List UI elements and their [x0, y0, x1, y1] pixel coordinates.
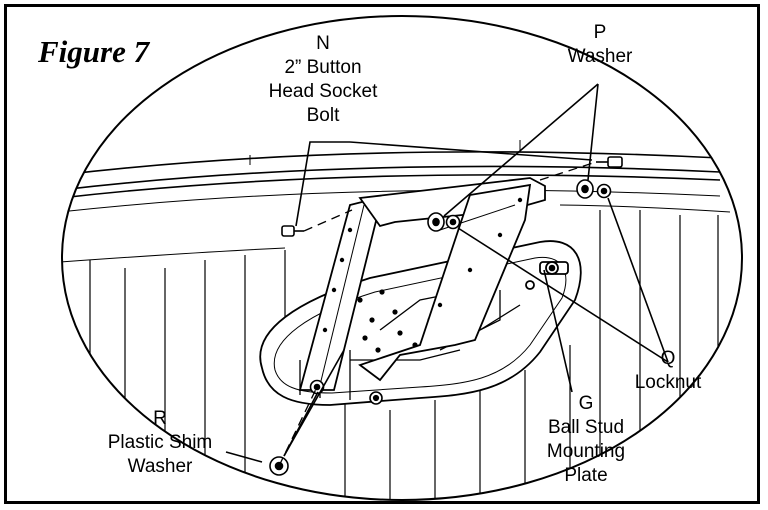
callout-n: N 2” Button Head Socket Bolt [248, 32, 398, 128]
callout-q: Q Locknut [620, 347, 716, 395]
bracket-arms [298, 177, 546, 391]
callout-g-line-2: Mounting [546, 441, 626, 462]
callout-g: G Ball Stud Mounting Plate [538, 392, 634, 488]
callout-p: P Washer [552, 21, 648, 69]
leader-q-2 [607, 197, 669, 363]
callout-p-letter: P [593, 22, 607, 43]
ball-stud [525, 261, 569, 290]
leader-p-2 [587, 83, 599, 181]
leader-r-2 [283, 391, 319, 457]
callout-r-line-2: Washer [127, 456, 193, 477]
leader-n [295, 141, 350, 227]
leader-n-right [349, 141, 593, 161]
callout-n-letter: N [316, 33, 330, 54]
callout-q-letter: Q [660, 348, 676, 369]
callout-r-letter: R [153, 408, 167, 429]
callout-g-letter: G [578, 393, 594, 414]
callout-p-line-1: Washer [567, 46, 633, 67]
callout-q-line-1: Locknut [634, 372, 702, 393]
callout-g-line-1: Ball Stud [547, 417, 625, 438]
callout-n-line-1: 2” Button [284, 57, 362, 78]
callout-n-line-3: Bolt [306, 105, 340, 126]
callout-g-line-3: Plate [564, 465, 608, 486]
detail-oval [61, 15, 743, 501]
washer-upper-middle [427, 212, 445, 232]
leader-r-3 [225, 451, 263, 463]
leader-p-1 [443, 83, 599, 217]
leader-lines [225, 83, 669, 463]
leader-g [543, 269, 573, 393]
locknut-middle [445, 214, 461, 230]
bolt-left [281, 225, 304, 237]
locknut-right [596, 183, 612, 199]
callout-r-line-1: Plastic Shim [107, 432, 213, 453]
figure-title: Figure 7 [38, 34, 150, 69]
callout-n-line-2: Head Socket [268, 81, 378, 102]
bolt-right [596, 156, 623, 168]
leader-q-1 [457, 227, 669, 363]
dashed-assembly-lines [278, 161, 597, 467]
tub-rim [62, 140, 721, 213]
callout-r: R Plastic Shim Washer [96, 407, 224, 479]
washer-upper-right [576, 179, 594, 199]
